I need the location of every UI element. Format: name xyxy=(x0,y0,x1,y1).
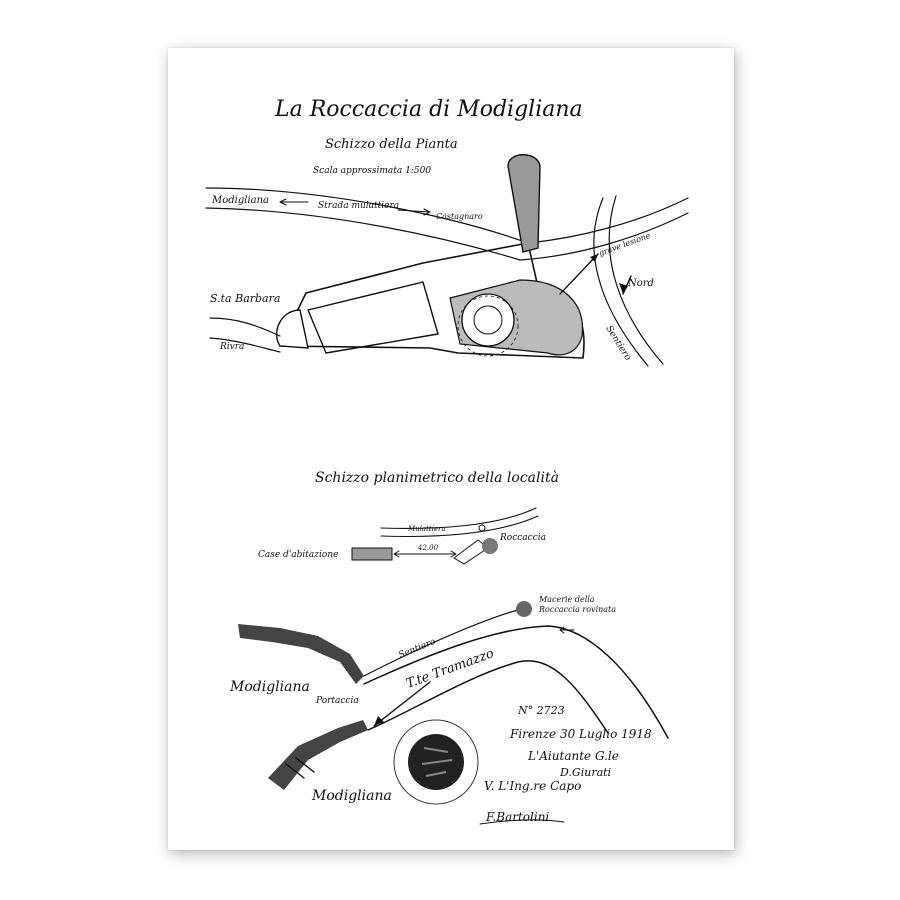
small-sketch xyxy=(351,507,539,565)
stamp-outer-ring xyxy=(393,719,479,805)
river-bank-south xyxy=(367,660,609,734)
road-upper-edge xyxy=(205,187,689,244)
hillside-lower xyxy=(268,720,368,790)
section2-title: Schizzo planimetrico della località xyxy=(315,470,559,486)
path-edge-right xyxy=(608,195,664,365)
river-bank-north xyxy=(363,625,669,739)
small-label-road: Mulattiera xyxy=(407,525,446,533)
fortress-plan xyxy=(205,154,689,367)
round-keep-core xyxy=(473,305,503,335)
label-road-name: Strada mulattiera xyxy=(318,201,399,211)
gate-bridge xyxy=(285,757,315,779)
site-label-town-upper: Modigliana xyxy=(229,679,310,695)
ravine-line-a xyxy=(209,317,281,337)
stamp-emblem xyxy=(421,747,453,777)
road-lower-edge xyxy=(205,207,689,261)
document-sheet: La Roccaccia di Modigliana Schizzo della… xyxy=(168,48,734,850)
road-arrow-east xyxy=(397,208,431,216)
label-ravine: Rivra xyxy=(219,342,244,352)
keep-dashed-outline xyxy=(457,295,519,357)
label-santa-barbara: S.ta Barbara xyxy=(210,292,280,305)
label-path: Sentiero xyxy=(603,324,632,363)
small-label-distance: 42.00 xyxy=(417,544,439,552)
ruins-note-line1: Macerie della xyxy=(538,595,595,604)
santa-barbara-tower xyxy=(275,309,309,349)
road-arrow-west xyxy=(279,198,309,206)
official-stamp xyxy=(393,719,479,805)
flow-arrow xyxy=(373,681,431,727)
flow-arrowhead xyxy=(374,716,384,726)
small-ruin-tower xyxy=(478,524,486,532)
north-arrowhead xyxy=(619,283,628,294)
damage-arrow xyxy=(559,253,599,295)
protocol-number: N° 2723 xyxy=(517,704,565,717)
signer1-name: D.Giurati xyxy=(559,766,611,779)
hillside-upper xyxy=(238,624,364,684)
small-ruin-rubble xyxy=(482,538,498,554)
ruins-marker xyxy=(516,601,532,617)
site-label-town-lower: Modigliana xyxy=(311,788,392,804)
ruins-note-line2: Roccaccia rovinata xyxy=(538,605,616,614)
label-road-east: Castagnaro xyxy=(436,212,483,221)
label-road-west: Modigliana xyxy=(211,195,269,206)
plan-scale: Scala approssimata 1:500 xyxy=(313,166,431,176)
plan-title: La Roccaccia di Modigliana xyxy=(274,97,583,122)
round-keep xyxy=(461,293,515,347)
plan-subtitle: Schizzo della Pianta xyxy=(325,137,458,152)
site-map xyxy=(238,601,669,790)
site-label-gate: Portaccia xyxy=(315,696,359,706)
signer2-role: V. L'Ing.re Capo xyxy=(484,779,581,793)
damage-arrowhead xyxy=(590,254,598,262)
small-houses-block xyxy=(351,547,393,561)
path-edge-left xyxy=(593,197,649,367)
place-date: Firenze 30 Luglio 1918 xyxy=(509,727,652,741)
label-north: Nord xyxy=(627,278,654,289)
small-road-lower xyxy=(380,515,539,538)
signer1-role: L'Aiutante G.le xyxy=(527,749,619,763)
small-label-ruin: Roccaccia xyxy=(499,533,546,543)
ravine-line-b xyxy=(209,337,281,353)
small-road-upper xyxy=(380,507,537,530)
site-label-path: Sentiero xyxy=(397,637,437,661)
small-distance-arrow xyxy=(393,550,457,558)
drawing-canvas: La Roccaccia di Modigliana Schizzo della… xyxy=(205,97,689,825)
signature-underline xyxy=(479,819,565,825)
footpath-line xyxy=(363,609,519,677)
north-tower xyxy=(507,154,541,253)
fortress-inner-room xyxy=(307,281,439,354)
small-label-houses: Case d'abitazione xyxy=(258,550,338,560)
ruins-pointer xyxy=(559,626,575,634)
signer2-signature: F.Bartolini xyxy=(485,810,549,824)
